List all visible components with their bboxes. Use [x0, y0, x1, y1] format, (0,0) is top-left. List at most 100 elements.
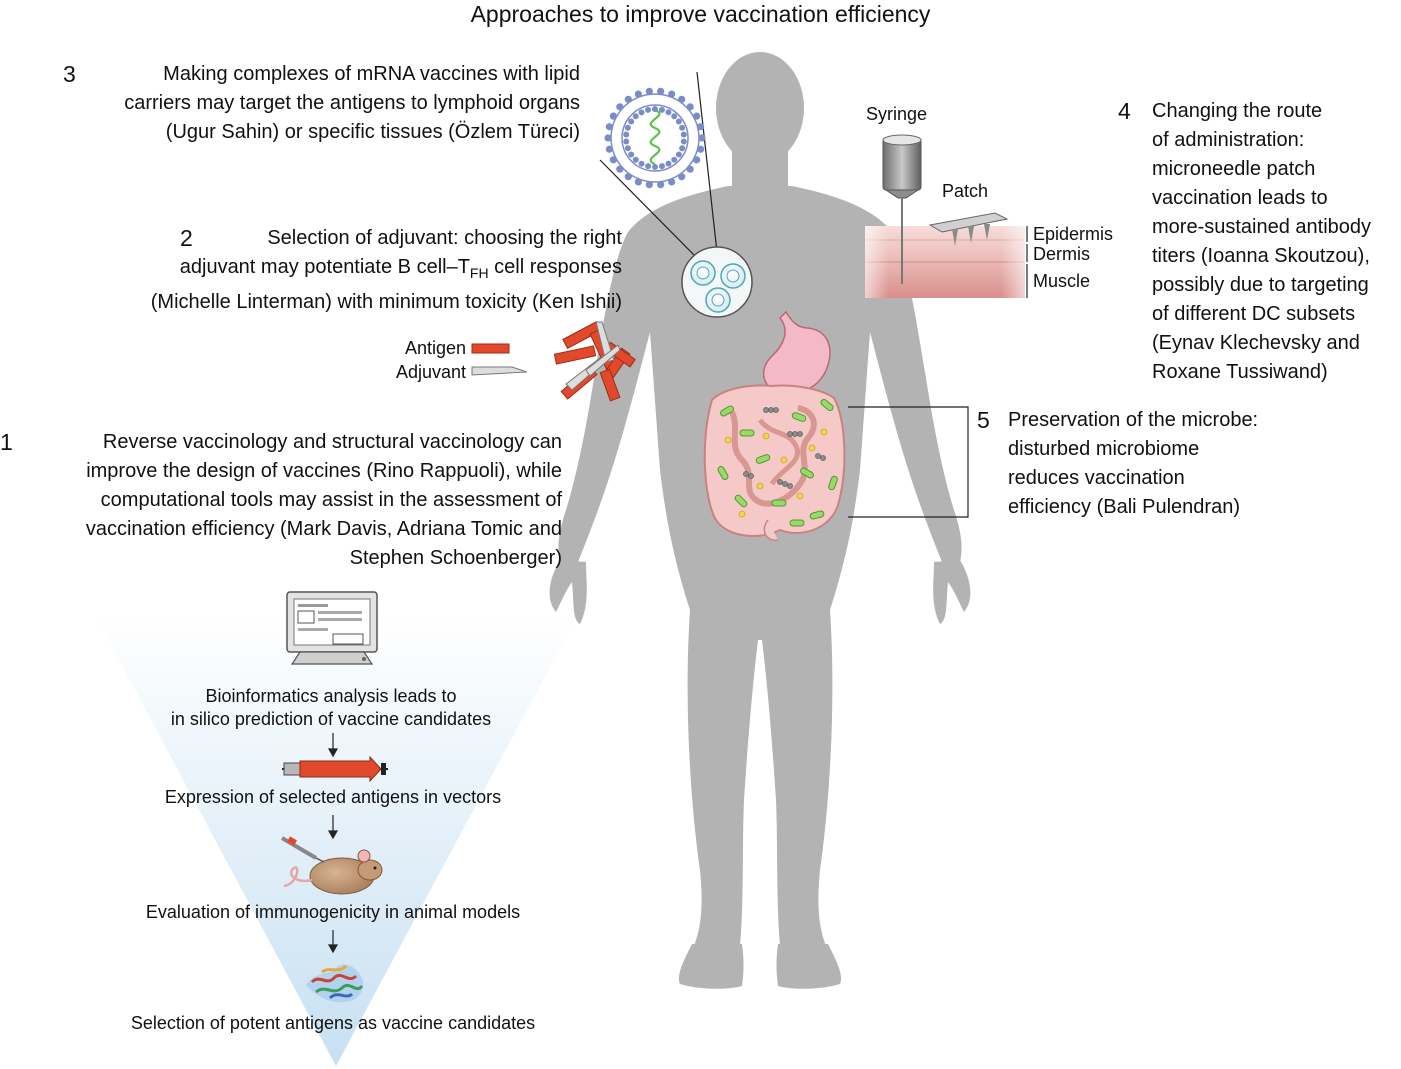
lipid-head-outer — [693, 156, 701, 164]
approach-1-line: vaccination efficiency (Mark Davis, Adri… — [85, 518, 562, 540]
lipid-head-outer — [604, 134, 612, 142]
lipid-head-outer — [657, 181, 665, 189]
lipid-head-inner — [658, 163, 665, 170]
figure-title: Approaches to improve vaccination effici… — [470, 1, 931, 27]
lipid-head-outer — [609, 112, 617, 120]
lipid-head-inner — [623, 131, 630, 138]
approach-4-line: of administration: — [1152, 129, 1305, 151]
gut-microbes — [717, 398, 838, 527]
lipid-head-inner — [675, 118, 682, 125]
approach-5-line: efficiency (Bali Pulendran) — [1008, 496, 1240, 518]
pipeline-step-2: Expression of selected antigens in vecto… — [164, 787, 502, 807]
lipid-head-inner — [628, 151, 635, 158]
approach-2-line-part: adjuvant may potentiate B cell–T — [179, 256, 470, 278]
lipid-head-outer — [686, 165, 694, 173]
approach-1-number: 1 — [0, 429, 13, 455]
appendix — [763, 519, 779, 541]
lipid-head-outer — [693, 112, 701, 120]
tfh-subscript: FH — [469, 265, 489, 281]
lipid-head-inner — [671, 156, 678, 163]
approach-3-line: (Ugur Sahin) or specific tissues (Özlem … — [165, 121, 580, 143]
approach-4-line: Changing the route — [1152, 100, 1323, 122]
pipeline-step-1: Bioinformatics analysis leads to in sili… — [120, 685, 542, 731]
gut-bacterial-chains — [743, 407, 826, 489]
syringe-graphic — [882, 134, 922, 284]
lipid-head-outer — [624, 95, 632, 103]
lipid-head-inner — [645, 106, 652, 113]
lipid-head-outer — [686, 103, 694, 111]
lipid-head-inner — [679, 145, 686, 152]
lipid-head-inner — [665, 109, 672, 116]
lipid-head-outer — [616, 103, 624, 111]
antigen-adjuvant-cluster — [553, 320, 636, 402]
lipid-head-outer — [678, 95, 686, 103]
lipid-head-outer — [668, 90, 676, 98]
lipid-head-inner — [638, 160, 645, 167]
approach-4-line: titers (Ioanna Skoutzou), — [1152, 245, 1370, 267]
lipid-head-inner — [679, 124, 686, 131]
approach-4-line: more-sustained antibody — [1152, 216, 1372, 238]
adjuvant-legend-label: Adjuvant — [395, 362, 466, 382]
lipid-head-outer — [668, 178, 676, 186]
approach-5-line: reduces vaccination — [1008, 467, 1185, 489]
approach-4-line: vaccination leads to — [1152, 187, 1328, 209]
lipid-head-inner — [658, 106, 665, 113]
approach-3-line: Making complexes of mRNA vaccines with l… — [163, 63, 580, 85]
skin-cross-section — [865, 226, 1028, 298]
lipid-head-outer — [624, 173, 632, 181]
approach-4-line: (Eynav Klechevsky and — [1152, 332, 1360, 354]
muscle-label: Muscle — [1033, 271, 1091, 291]
lipid-head-inner — [651, 106, 658, 113]
approach-1-line: computational tools may assist in the as… — [100, 489, 562, 511]
lipid-head-inner — [652, 163, 659, 170]
approach-2-line: adjuvant may potentiate B cell–TFH cell … — [100, 253, 622, 288]
patch-label: Patch — [942, 181, 989, 201]
lipid-head-inner — [632, 113, 639, 120]
pipeline-arrows — [327, 733, 339, 954]
approach-3-line: carriers may target the antigens to lymp… — [124, 92, 580, 114]
lipid-head-outer — [645, 181, 653, 189]
lipid-head-outer — [605, 145, 613, 153]
approach-2-line: (Michelle Linterman) with minimum toxici… — [150, 291, 622, 313]
approach-5-line: disturbed microbiome — [1008, 438, 1200, 460]
pipeline-step-1-line: in silico prediction of vaccine candidat… — [170, 709, 492, 729]
lipid-head-inner — [623, 138, 630, 145]
lipid-head-outer — [697, 123, 705, 131]
pipeline-step-3: Evaluation of immunogenicity in animal m… — [145, 902, 521, 922]
protein-structure-icon — [306, 964, 364, 1003]
lipid-head-inner — [665, 160, 672, 167]
stomach — [763, 310, 831, 395]
computer-monitor-icon — [286, 591, 378, 665]
lipid-head-outer — [697, 145, 705, 153]
adjuvant-legend-swatch — [471, 366, 528, 376]
lipid-head-inner — [638, 109, 645, 116]
lipid-head-outer — [634, 90, 642, 98]
lipid-head-inner — [671, 113, 678, 120]
approach-1-line: Stephen Schoenberger) — [349, 547, 562, 569]
lipid-head-outer — [657, 87, 665, 95]
syringe-label: Syringe — [866, 104, 928, 124]
human-body-silhouette — [549, 52, 971, 989]
lipid-head-outer — [645, 87, 653, 95]
lipid-head-inner — [645, 163, 652, 170]
approach-3-number: 3 — [63, 61, 76, 87]
pipeline-step-1-line: Bioinformatics analysis leads to — [205, 686, 457, 706]
approach-1-line: Reverse vaccinology and structural vacci… — [102, 431, 562, 453]
approach-5-number: 5 — [977, 407, 990, 433]
antigen-legend-swatch — [471, 343, 510, 354]
gut-metabolites — [724, 428, 828, 518]
approach-2-line-part: cell responses — [488, 256, 622, 278]
lymph-node-inset — [681, 246, 753, 318]
approach-5-text: Preservation of the microbe: disturbed m… — [1008, 406, 1308, 522]
lipid-head-outer — [609, 156, 617, 164]
approach-2-line: Selection of adjuvant: choosing the righ… — [267, 227, 622, 249]
approach-1-text: Reverse vaccinology and structural vacci… — [10, 428, 562, 573]
epidermis-label: Epidermis — [1033, 224, 1114, 244]
antigen-legend-label: Antigen — [404, 338, 466, 358]
approach-4-line: possibly due to targeting — [1152, 274, 1369, 296]
lipid-nanoparticle — [604, 87, 706, 189]
lipid-head-inner — [680, 138, 687, 145]
approach-4-line: of different DC subsets — [1152, 303, 1356, 325]
lipid-head-outer — [634, 178, 642, 186]
